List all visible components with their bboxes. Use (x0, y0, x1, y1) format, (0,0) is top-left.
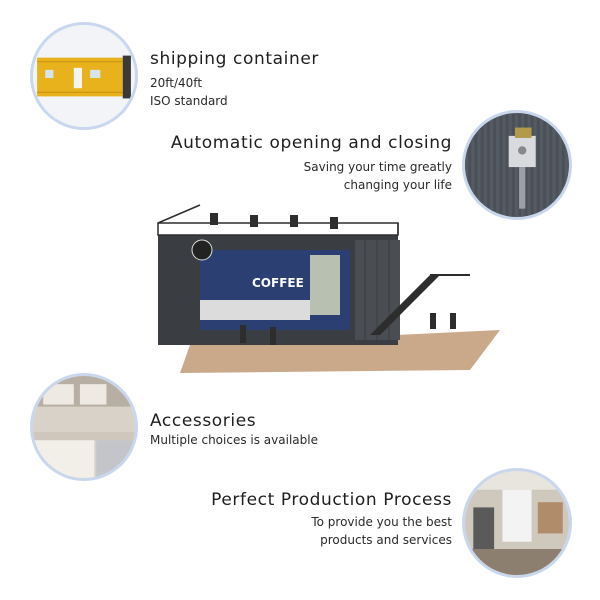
feature-line-life: changing your life (343, 178, 452, 192)
feature-title-container: shipping container (150, 49, 319, 69)
interior-photo (462, 468, 572, 578)
mechanism-photo (462, 110, 572, 220)
container-photo (30, 22, 138, 130)
feature-line-choices: Multiple choices is available (150, 433, 318, 447)
feature-line-services: products and services (320, 533, 452, 547)
feature-title-production: Perfect Production Process (211, 490, 452, 510)
kitchen-photo (30, 373, 138, 481)
feature-line-standard: ISO standard (150, 94, 228, 108)
container-cafe-illustration: COFFEE (140, 195, 510, 375)
feature-line-best: To provide you the best (311, 515, 452, 529)
feature-title-accessories: Accessories (150, 411, 257, 431)
feature-line-size: 20ft/40ft (150, 76, 203, 90)
feature-line-time: Saving your time greatly (303, 160, 452, 174)
coffee-sign: COFFEE (252, 276, 304, 290)
feature-title-automatic: Automatic opening and closing (170, 133, 452, 153)
